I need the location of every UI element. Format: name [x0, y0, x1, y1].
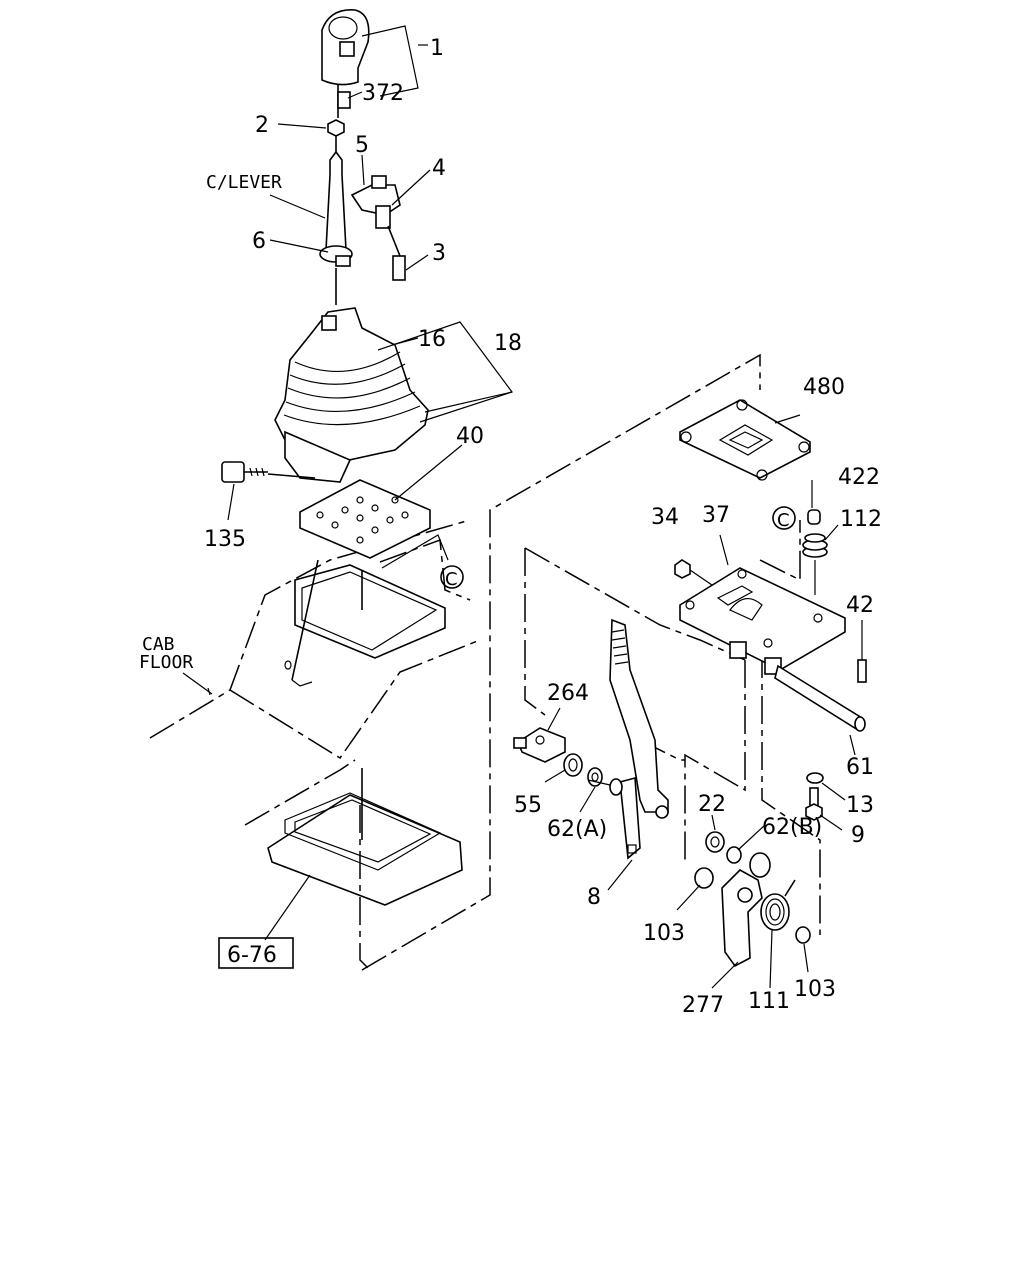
- label-1: 1: [430, 36, 444, 61]
- label-111: 111: [748, 989, 790, 1014]
- reference-box: [218, 937, 294, 969]
- label-9: 9: [851, 823, 865, 848]
- label-22: 22: [698, 792, 726, 817]
- ref-circle-c-left: [440, 565, 464, 589]
- control-lever: [319, 150, 353, 267]
- label-277: 277: [682, 993, 724, 1018]
- label-ref-6-76: 6-76: [227, 943, 277, 968]
- label-103-left: 103: [643, 921, 685, 946]
- label-62a: 62(A): [547, 817, 607, 842]
- ref-circle-c-right: [772, 506, 796, 530]
- label-2: 2: [255, 113, 269, 138]
- label-c-lever: C/LEVER: [206, 172, 282, 193]
- collar-103-left: [694, 867, 714, 889]
- label-103-right: 103: [794, 977, 836, 1002]
- bolt-135: [221, 461, 268, 483]
- washer-13: [806, 772, 824, 784]
- label-480: 480: [803, 375, 845, 400]
- bushing-55: [563, 753, 583, 777]
- spring-111: [760, 879, 796, 931]
- label-4: 4: [432, 156, 446, 181]
- bushing-22: [705, 831, 725, 853]
- lever-277: [721, 852, 771, 968]
- label-422: 422: [838, 465, 880, 490]
- label-135: 135: [204, 527, 246, 552]
- boot-16: [274, 307, 429, 483]
- label-c-right: C: [777, 510, 790, 531]
- part-labels: 1 372 2 5 4 C/LEVER 6 3 16 18 40 135 CAB…: [139, 36, 882, 1018]
- leader-lines-left: [182, 44, 463, 941]
- washer-62b: [726, 846, 742, 864]
- label-37: 37: [702, 503, 730, 528]
- label-42: 42: [846, 593, 874, 618]
- cab-floor-outline: [149, 353, 821, 971]
- floor-plate-lower: [267, 768, 463, 906]
- label-13: 13: [846, 793, 874, 818]
- bolt-372: [337, 91, 351, 109]
- label-16: 16: [418, 327, 446, 352]
- label-c-left: C: [445, 569, 458, 590]
- gasket-480: [679, 399, 811, 481]
- nut-2: [327, 119, 345, 137]
- label-372: 372: [362, 81, 404, 106]
- plate-37: [679, 567, 846, 675]
- label-34: 34: [651, 505, 679, 530]
- label-61: 61: [846, 755, 874, 780]
- bracket-5: [350, 175, 406, 281]
- label-18: 18: [494, 331, 522, 356]
- plate-40: [299, 479, 431, 559]
- grommet-112: [802, 533, 828, 558]
- label-40: 40: [456, 424, 484, 449]
- label-5: 5: [355, 133, 369, 158]
- label-6: 6: [252, 229, 266, 254]
- label-55: 55: [514, 793, 542, 818]
- collar-103-right: [795, 926, 811, 944]
- shift-rod-8: [609, 618, 669, 860]
- nut-34: [674, 559, 691, 579]
- shaft-61: [774, 664, 866, 732]
- plug-422: [807, 509, 821, 525]
- lever-knob: [321, 9, 370, 86]
- pin-42: [857, 659, 867, 683]
- washer-62a: [587, 767, 603, 787]
- leader-lines-right: [544, 480, 863, 989]
- label-264: 264: [547, 681, 589, 706]
- label-cab: CAB: [142, 634, 175, 655]
- label-112: 112: [840, 507, 882, 532]
- label-3: 3: [432, 241, 446, 266]
- bracket-264: [513, 727, 566, 763]
- floor-opening-upper: [294, 564, 446, 659]
- label-floor: FLOOR: [139, 652, 193, 673]
- label-62b: 62(B): [762, 815, 822, 840]
- label-8: 8: [587, 885, 601, 910]
